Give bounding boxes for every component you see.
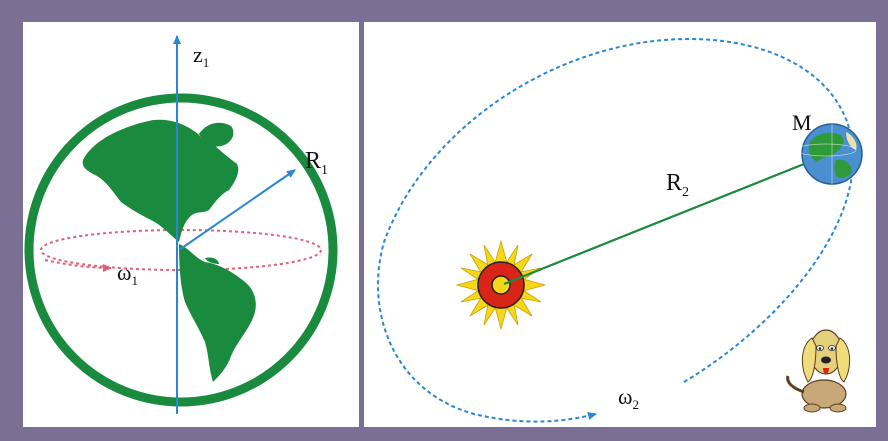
omega-label-2: ω2 <box>618 384 639 412</box>
radius-label-r1: R1 <box>305 148 328 178</box>
earth-globe-icon <box>24 93 338 407</box>
sun-icon <box>455 239 547 331</box>
radius-vector-r2 <box>503 154 825 286</box>
orbit-path <box>377 38 855 423</box>
orbit-panel: M R2 ω2 <box>364 22 876 427</box>
moon-globe-icon <box>795 123 863 185</box>
orbit-figure: M R2 ω2 <box>377 38 863 423</box>
z-axis-label: z1 <box>193 42 209 70</box>
radius-vector-r1 <box>178 169 296 251</box>
earth-rotation-figure: z1 R1 ω1 <box>24 35 338 414</box>
radius-label-r2: R2 <box>666 170 689 200</box>
moon-label: M <box>792 110 812 135</box>
omega-label-1: ω1 <box>117 260 138 288</box>
earth-rotation-panel: z1 R1 ω1 <box>23 22 359 427</box>
dog-mascot-icon <box>786 329 850 413</box>
